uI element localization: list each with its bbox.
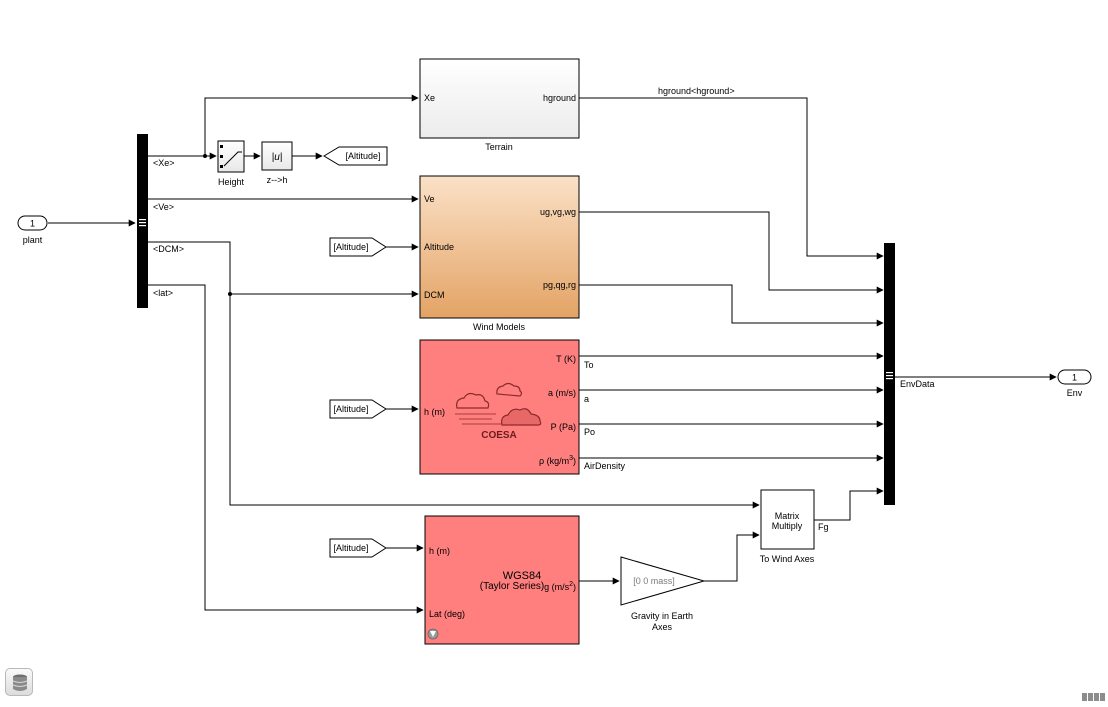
from-altitude-wind-text: [Altitude] (333, 242, 368, 252)
wgs84-block[interactable]: WGS84 (Taylor Series) h (m) Lat (deg) g … (424, 515, 580, 645)
from-altitude-wind[interactable]: [Altitude] (329, 237, 387, 257)
database-button[interactable] (5, 668, 33, 696)
plant-inport-label: plant (23, 235, 43, 245)
terrain-in-port: Xe (424, 93, 435, 103)
wgs84-in-height: h (m) (429, 546, 450, 556)
wgs84-gravity-close: ) (573, 582, 576, 592)
wind-in-port-dcm: DCM (424, 290, 445, 300)
bus-output-lat: <lat> (153, 288, 173, 298)
coesa-density-close: ) (573, 456, 576, 466)
coesa-block[interactable]: COESA h (m) T (K) a (m/s) P (Pa) ρ (kg/m… (419, 339, 580, 475)
coesa-name: COESA (481, 430, 517, 441)
height-switch-label: Height (218, 177, 245, 187)
resize-grip-icon[interactable] (1082, 689, 1106, 701)
coesa-out-speed: a (m/s) (548, 388, 576, 398)
matrix-multiply-text2: Multiply (772, 521, 803, 531)
from-altitude-wgs[interactable]: [Altitude] (329, 538, 387, 558)
signal-lines (48, 94, 1057, 614)
matrix-multiply-text1: Matrix (775, 511, 800, 521)
wind-models-block[interactable]: Ve Altitude DCM ug,vg,wg pg,qg,rg Wind M… (419, 175, 580, 332)
from-altitude-coesa-text: [Altitude] (333, 404, 368, 414)
bus-creator[interactable] (884, 243, 895, 505)
gain-label-line1: Gravity in Earth (631, 611, 693, 621)
bus-output-dcm: <DCM> (153, 244, 184, 254)
abs-block-label: z-->h (267, 175, 288, 185)
matrix-multiply-label: To Wind Axes (760, 554, 815, 564)
wind-models-name: Wind Models (473, 322, 526, 332)
env-outport-number: 1 (1072, 373, 1077, 383)
matrix-multiply-block[interactable]: Matrix Multiply To Wind Axes (760, 489, 815, 564)
database-icon (12, 674, 28, 691)
terrain-out-port: hground (543, 93, 576, 103)
bus-output-ve: <Ve> (153, 202, 174, 212)
abs-block[interactable]: |u| z-->h (261, 141, 293, 185)
wind-in-port-ve: Ve (424, 194, 435, 204)
plant-inport[interactable]: 1 plant (17, 215, 48, 245)
fg-signal-label: Fg (818, 522, 829, 532)
coesa-density-sup: 3 (569, 455, 573, 462)
coesa-out-density: ρ (kg/m3) (539, 455, 576, 466)
arrow-down-icon[interactable] (427, 628, 439, 640)
goto-altitude[interactable]: [Altitude] (323, 146, 388, 166)
from-altitude-wgs-text: [Altitude] (333, 543, 368, 553)
cloud-icon (455, 382, 542, 426)
envdata-signal-label: EnvData (900, 379, 935, 389)
gain-label-line2: Axes (652, 622, 673, 632)
wgs84-subtitle: (Taylor Series) (480, 581, 544, 592)
bus-output-xe: <Xe> (153, 158, 175, 168)
to-signal-label: To (584, 360, 594, 370)
coesa-density-text: ρ (kg/m (539, 456, 569, 466)
coesa-in-port: h (m) (424, 407, 445, 417)
wind-in-port-altitude: Altitude (424, 242, 454, 252)
po-signal-label: Po (584, 427, 595, 437)
hground-signal-label: hground<hground> (658, 86, 735, 96)
plant-inport-number: 1 (30, 219, 35, 229)
bus-selector[interactable] (137, 134, 148, 308)
terrain-block[interactable]: Xe hground Terrain (419, 58, 580, 152)
wind-out-port-pqr: pg,qg,rg (543, 280, 576, 290)
wgs84-out-gravity: g (m/s2) (544, 581, 576, 592)
wgs84-title: WGS84 (503, 570, 542, 582)
coesa-out-temp: T (K) (556, 354, 576, 364)
gain-value: [0 0 mass] (633, 576, 675, 586)
airdensity-signal-label: AirDensity (584, 461, 626, 471)
wgs84-gravity-sup: 2 (569, 581, 573, 588)
coesa-out-pressure: P (Pa) (551, 422, 576, 432)
env-outport[interactable]: 1 Env (1057, 369, 1092, 398)
wind-out-port-uvw: ug,vg,wg (540, 207, 576, 217)
goto-altitude-text: [Altitude] (345, 151, 380, 161)
terrain-name: Terrain (485, 142, 513, 152)
gravity-gain-block[interactable]: [0 0 mass] Gravity in Earth Axes (620, 556, 706, 632)
a-signal-label: a (584, 394, 589, 404)
from-altitude-coesa[interactable]: [Altitude] (329, 399, 387, 419)
signal-labels: <Xe> <Ve> <DCM> <lat> hground<hground> T… (153, 86, 935, 532)
wgs84-in-lat: Lat (deg) (429, 609, 465, 619)
abs-block-symbol: |u| (272, 152, 283, 163)
height-switch[interactable]: Height (217, 140, 245, 187)
env-outport-label: Env (1067, 388, 1083, 398)
wgs84-gravity-text: g (m/s (544, 582, 570, 592)
